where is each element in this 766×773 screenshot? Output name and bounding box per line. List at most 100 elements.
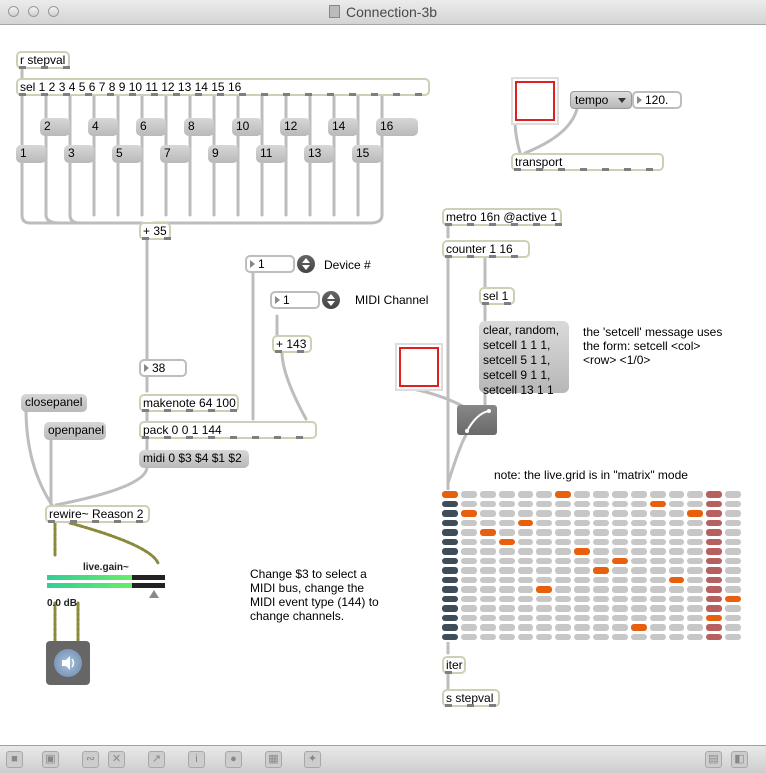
info-icon[interactable]: i — [188, 751, 205, 768]
grid-cell[interactable] — [649, 614, 666, 621]
grid-cell[interactable] — [555, 586, 572, 593]
grid-cell[interactable] — [574, 576, 590, 583]
grid-cell[interactable] — [555, 519, 572, 526]
grid-cell[interactable] — [593, 510, 609, 517]
grid-cell[interactable] — [668, 538, 685, 545]
channel-number-box[interactable]: 1 — [270, 291, 320, 309]
close-window-button[interactable] — [8, 6, 19, 17]
grid-cell[interactable] — [630, 510, 647, 517]
grid-cell[interactable] — [479, 500, 496, 507]
grid-cell[interactable] — [630, 576, 647, 583]
grid-cell[interactable] — [479, 557, 496, 564]
grid-cell[interactable] — [536, 491, 553, 498]
grid-cell[interactable] — [442, 624, 458, 631]
grid-cell[interactable] — [574, 491, 590, 498]
grid-cell[interactable] — [593, 595, 609, 602]
grid-cell[interactable] — [517, 500, 534, 507]
grid-cell[interactable] — [668, 633, 685, 640]
trigger-gate-icon[interactable] — [457, 405, 497, 435]
patch-cord-icon[interactable]: ∾ — [82, 751, 99, 768]
grid-cell[interactable] — [668, 491, 685, 498]
plus-35-object[interactable]: + 35 — [139, 222, 171, 240]
tempo-menu[interactable]: tempo — [570, 91, 632, 109]
grid-cell[interactable] — [725, 576, 741, 583]
grid-cell[interactable] — [611, 586, 628, 593]
grid-cell[interactable] — [460, 624, 477, 631]
live-gain-slider[interactable]: live.gain~ 0.0 dB — [45, 562, 167, 609]
grid-cell[interactable] — [498, 548, 515, 555]
grid-cell[interactable] — [611, 576, 628, 583]
grid-cell[interactable] — [442, 519, 458, 526]
grid-cell[interactable] — [668, 510, 685, 517]
grid-cell[interactable] — [611, 557, 628, 564]
grid-cell[interactable] — [442, 576, 458, 583]
grid-cell[interactable] — [630, 586, 647, 593]
grid-cell[interactable] — [668, 548, 685, 555]
grid-cell[interactable] — [536, 605, 553, 612]
grid-cell[interactable] — [649, 519, 666, 526]
step-message-5[interactable]: 5 — [112, 145, 142, 163]
grid-cell[interactable] — [498, 519, 515, 526]
device-stepper-icon[interactable] — [297, 255, 315, 273]
grid-cell[interactable] — [460, 567, 477, 574]
inspector-icon[interactable]: ↗ — [148, 751, 165, 768]
step-message-10[interactable]: 10 — [232, 118, 262, 136]
step-message-7[interactable]: 7 — [160, 145, 190, 163]
grid-cell[interactable] — [593, 491, 609, 498]
grid-cell[interactable] — [611, 491, 628, 498]
grid-cell[interactable] — [593, 500, 609, 507]
grid-cell[interactable] — [725, 595, 741, 602]
lock-icon[interactable]: ■ — [6, 751, 23, 768]
grid-cell[interactable] — [668, 529, 685, 536]
grid-cell[interactable] — [706, 624, 723, 631]
grid-cell[interactable] — [479, 548, 496, 555]
grid-cell[interactable] — [687, 548, 704, 555]
grid-cell[interactable] — [574, 557, 590, 564]
step-message-6[interactable]: 6 — [136, 118, 166, 136]
grid-cell[interactable] — [460, 491, 477, 498]
grid-cell[interactable] — [442, 567, 458, 574]
note-number-box[interactable]: 38 — [139, 359, 187, 377]
grid-cell[interactable] — [725, 633, 741, 640]
grid-cell[interactable] — [479, 586, 496, 593]
grid-cell[interactable] — [479, 614, 496, 621]
grid-cell[interactable] — [574, 529, 590, 536]
grid-cell[interactable] — [442, 491, 458, 498]
grid-cell[interactable] — [611, 567, 628, 574]
grid-cell[interactable] — [593, 614, 609, 621]
live-gain-handle-icon[interactable] — [149, 590, 159, 598]
grid-cell[interactable] — [555, 595, 572, 602]
grid-cell[interactable] — [593, 567, 609, 574]
grid-cell[interactable] — [630, 633, 647, 640]
grid-cell[interactable] — [649, 586, 666, 593]
grid-cell[interactable] — [593, 519, 609, 526]
grid-cell[interactable] — [555, 557, 572, 564]
grid-cell[interactable] — [706, 633, 723, 640]
patcher-canvas[interactable]: r stepval sel 1 2 3 4 5 6 7 8 9 10 11 12… — [0, 25, 766, 745]
grid-cell[interactable] — [630, 538, 647, 545]
grid-cell[interactable] — [687, 567, 704, 574]
grid-cell[interactable] — [479, 576, 496, 583]
grid-cell[interactable] — [574, 548, 590, 555]
grid-cell[interactable] — [536, 510, 553, 517]
grid-cell[interactable] — [555, 614, 572, 621]
grid-cell[interactable] — [536, 538, 553, 545]
grid-cell[interactable] — [479, 605, 496, 612]
sel-1-object[interactable]: sel 1 — [479, 287, 515, 305]
snap-icon[interactable]: ✦ — [304, 751, 321, 768]
step-message-8[interactable]: 8 — [184, 118, 214, 136]
grid-cell[interactable] — [460, 614, 477, 621]
grid-cell[interactable] — [574, 605, 590, 612]
grid-cell[interactable] — [630, 500, 647, 507]
channel-stepper-icon[interactable] — [322, 291, 340, 309]
grid-cell[interactable] — [630, 548, 647, 555]
grid-cell[interactable] — [555, 548, 572, 555]
grid-cell[interactable] — [725, 614, 741, 621]
grid-cell[interactable] — [687, 519, 704, 526]
grid-cell[interactable] — [442, 510, 458, 517]
rewire-object[interactable]: rewire~ Reason 2 — [45, 505, 150, 523]
grid-cell[interactable] — [517, 538, 534, 545]
grid-cell[interactable] — [479, 510, 496, 517]
grid-cell[interactable] — [555, 624, 572, 631]
speaker-button[interactable] — [46, 641, 90, 685]
